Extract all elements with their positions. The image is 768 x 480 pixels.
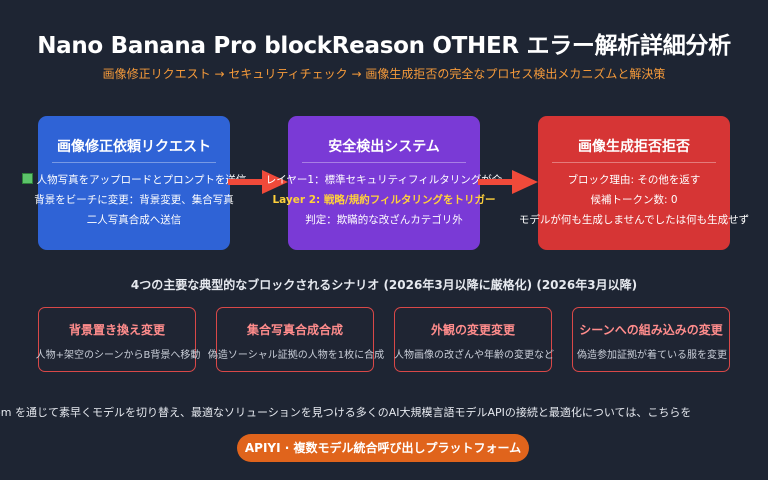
card-line: ブロック理由: その他を返す bbox=[567, 174, 701, 186]
scenario-card: 背景置き換え変更 人物+架空のシーンからB背景へ移動 bbox=[36, 307, 200, 372]
card-lines: 人物写真をアップロードとプロンプトを送信 背景をビーチに変更：背景変更、集合写真… bbox=[8, 170, 260, 230]
promo-text: om を通じて素早くモデルを切り替え、最適なソリューションを見つける多くのAI大… bbox=[0, 404, 768, 420]
card-line: 判定：欺瞞的な改ざんカテゴリ外 bbox=[305, 214, 463, 226]
promo-text-content: om を通じて素早くモデルを切り替え、最適なソリューションを見つける多くのAI大… bbox=[0, 406, 692, 419]
scenario-desc: 偽造ソーシャル証拠の人物を1枚に合成 bbox=[207, 350, 385, 361]
scenario-card: 外観の変更変更 人物画像の改ざんや年齢の変更など bbox=[394, 307, 554, 372]
card-line-highlight: Layer 2: 戦略/規約フィルタリングをトリガー bbox=[272, 194, 496, 206]
card-divider bbox=[552, 162, 716, 163]
card-title: 安全検出システム bbox=[328, 139, 440, 155]
scenario-desc: 人物画像の改ざんや年齢の変更など bbox=[394, 350, 554, 361]
scenario-desc: 偽造参加証拠が着ている服を変更 bbox=[577, 350, 727, 361]
card-lines: ブロック理由: その他を返す 候補トークン数: 0 モデルが何も生成しませんでし… bbox=[508, 170, 760, 230]
card-line: 背景をビーチに変更：背景変更、集合写真 bbox=[34, 194, 234, 206]
flow-card-safety-check: 安全検出システム レイヤー1：標準セキュリティフィルタリングが介 Layer 2… bbox=[266, 116, 502, 250]
photo-icon bbox=[21, 173, 33, 184]
card-divider bbox=[52, 162, 216, 163]
arrow-right-icon bbox=[478, 170, 538, 194]
card-lines: レイヤー1：標準セキュリティフィルタリングが介 Layer 2: 戦略/規約フィ… bbox=[258, 170, 510, 230]
scenario-desc: 人物+架空のシーンからB背景へ移動 bbox=[35, 350, 201, 361]
card-line-text: 人物写真をアップロードとプロンプトを送信 bbox=[36, 174, 247, 186]
scenario-title: シーンへの組み込みの変更 bbox=[579, 323, 723, 337]
card-divider bbox=[302, 162, 466, 163]
card-line: モデルが何も生成しませんでしたは何も生成せず bbox=[518, 214, 750, 226]
page-subtitle: 画像修正リクエスト → セキュリティチェック → 画像生成拒否の完全なプロセス検… bbox=[102, 67, 666, 81]
scenarios-heading: 4つの主要な典型的なブロックされるシナリオ (2026年3月以降に厳格化) (2… bbox=[130, 278, 638, 292]
card-line: 二人写真合成へ送信 bbox=[86, 214, 182, 226]
scenario-card: シーンへの組み込みの変更 偽造参加証拠が着ている服を変更 bbox=[572, 307, 730, 372]
scenario-title: 背景置き換え変更 bbox=[68, 323, 165, 337]
flow-card-rejected: 画像生成拒否拒否 ブロック理由: その他を返す 候補トークン数: 0 モデルが何… bbox=[519, 116, 749, 250]
card-line: レイヤー1：標準セキュリティフィルタリングが介 bbox=[265, 174, 503, 186]
flow-card-request: 画像修正依頼リクエスト 人物写真をアップロードとプロンプトを送信 背景をビーチに… bbox=[21, 116, 246, 250]
card-line: 人物写真をアップロードとプロンプトを送信 bbox=[8, 170, 260, 190]
page-title: Nano Banana Pro blockReason OTHER エラー解析詳… bbox=[37, 33, 731, 59]
card-title: 画像修正依頼リクエスト bbox=[57, 139, 211, 155]
apiyi-platform-button[interactable]: APIYI · 複数モデル統合呼び出しプラットフォーム bbox=[237, 434, 529, 462]
card-line: 候補トークン数: 0 bbox=[590, 194, 678, 206]
scenario-title: 外観の変更変更 bbox=[430, 323, 515, 337]
arrow-right-icon bbox=[228, 170, 288, 194]
scenario-title: 集合写真合成合成 bbox=[246, 323, 343, 337]
card-title: 画像生成拒否拒否 bbox=[578, 139, 690, 155]
scenario-card: 集合写真合成合成 偽造ソーシャル証拠の人物を1枚に合成 bbox=[208, 307, 384, 372]
